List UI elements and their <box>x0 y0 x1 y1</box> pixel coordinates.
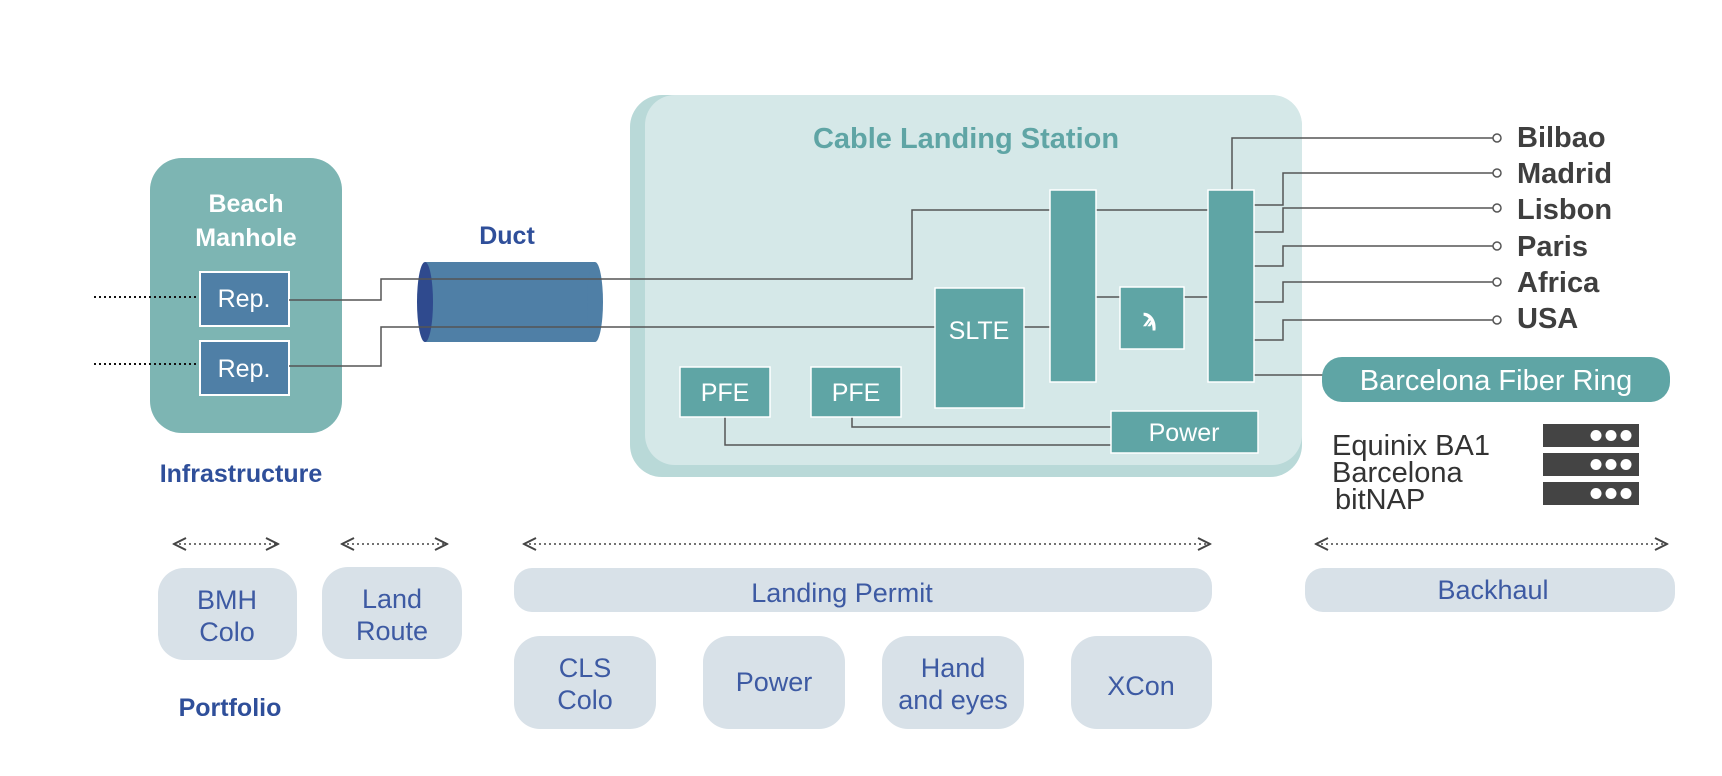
destination-madrid: Madrid <box>1517 158 1612 190</box>
repeater-1: Rep. <box>199 271 290 327</box>
land-route-line1: Land <box>362 584 422 614</box>
odf-panel-right <box>1207 189 1255 383</box>
cls-colo-line1: CLS <box>559 653 612 683</box>
server-rack-icon <box>1543 424 1639 505</box>
datacenter-bitnap: bitNAP <box>1335 484 1425 516</box>
cls-colo-line2: Colo <box>557 685 613 715</box>
power-pill: Power <box>703 636 845 729</box>
cls-title: Cable Landing Station <box>813 123 1119 155</box>
repeater-2-label: Rep. <box>218 355 271 383</box>
cable-landing-station: Cable Landing Station <box>630 95 1302 477</box>
datacenter-barcelona: Barcelona <box>1332 457 1463 489</box>
destination-usa: USA <box>1517 303 1578 335</box>
repeater-2: Rep. <box>199 340 290 396</box>
barcelona-fiber-ring: Barcelona Fiber Ring <box>1322 357 1670 402</box>
land-route-pill: Land Route <box>322 567 462 659</box>
destination-endpoints <box>1492 133 1502 325</box>
backhaul-label: Backhaul <box>1437 575 1548 605</box>
beach-manhole-title-line1: Beach <box>208 190 283 218</box>
portfolio-items: BMH Colo Land Route Landing Permit CLS C… <box>158 567 1675 729</box>
slte-box: SLTE <box>934 287 1025 409</box>
odf-panel-left <box>1049 189 1097 383</box>
hand-and-eyes-line1: Hand <box>921 653 986 683</box>
backhaul-pill: Backhaul <box>1305 568 1675 612</box>
landing-permit-label: Landing Permit <box>751 578 933 608</box>
bmh-colo-line2: Colo <box>199 617 255 647</box>
power-box-label: Power <box>1149 419 1220 447</box>
power-box: Power <box>1110 410 1259 454</box>
hand-and-eyes-line2: and eyes <box>898 685 1008 715</box>
destination-list: Bilbao Madrid Lisbon Paris Africa USA <box>1517 122 1612 335</box>
fiber-ring-label: Barcelona Fiber Ring <box>1360 365 1632 397</box>
infrastructure-label: Infrastructure <box>160 460 323 488</box>
portfolio-label: Portfolio <box>179 694 282 722</box>
hand-and-eyes-pill: Hand and eyes <box>882 636 1024 729</box>
bmh-colo-pill: BMH Colo <box>158 568 297 660</box>
transponder-box: ϡ <box>1119 286 1185 350</box>
landing-permit-pill: Landing Permit <box>514 568 1212 612</box>
slte-label: SLTE <box>949 317 1010 345</box>
cls-colo-pill: CLS Colo <box>514 636 656 729</box>
bmh-colo-line1: BMH <box>197 585 257 615</box>
pfe-box-1: PFE <box>679 366 771 418</box>
repeater-1-label: Rep. <box>218 285 271 313</box>
destination-africa: Africa <box>1517 267 1600 299</box>
pfe-1-label: PFE <box>701 379 750 407</box>
pfe-2-label: PFE <box>832 379 881 407</box>
transponder-icon: ϡ <box>1142 304 1157 332</box>
fiber-connections <box>289 137 1497 446</box>
datacenter-equinix: Equinix BA1 <box>1332 430 1490 462</box>
duct-cylinder <box>417 262 603 342</box>
beach-manhole-title-line2: Manhole <box>195 224 296 252</box>
destination-bilbao: Bilbao <box>1517 122 1606 154</box>
destination-lisbon: Lisbon <box>1517 194 1612 226</box>
destination-paris: Paris <box>1517 231 1588 263</box>
pfe-box-2: PFE <box>810 366 902 418</box>
xcon-pill: XCon <box>1071 636 1212 729</box>
power-pill-label: Power <box>736 667 813 697</box>
land-route-line2: Route <box>356 616 428 646</box>
xcon-label: XCon <box>1107 671 1175 701</box>
duct-label: Duct <box>479 222 535 250</box>
datacenter-list: Equinix BA1 Barcelona bitNAP <box>1332 430 1490 516</box>
